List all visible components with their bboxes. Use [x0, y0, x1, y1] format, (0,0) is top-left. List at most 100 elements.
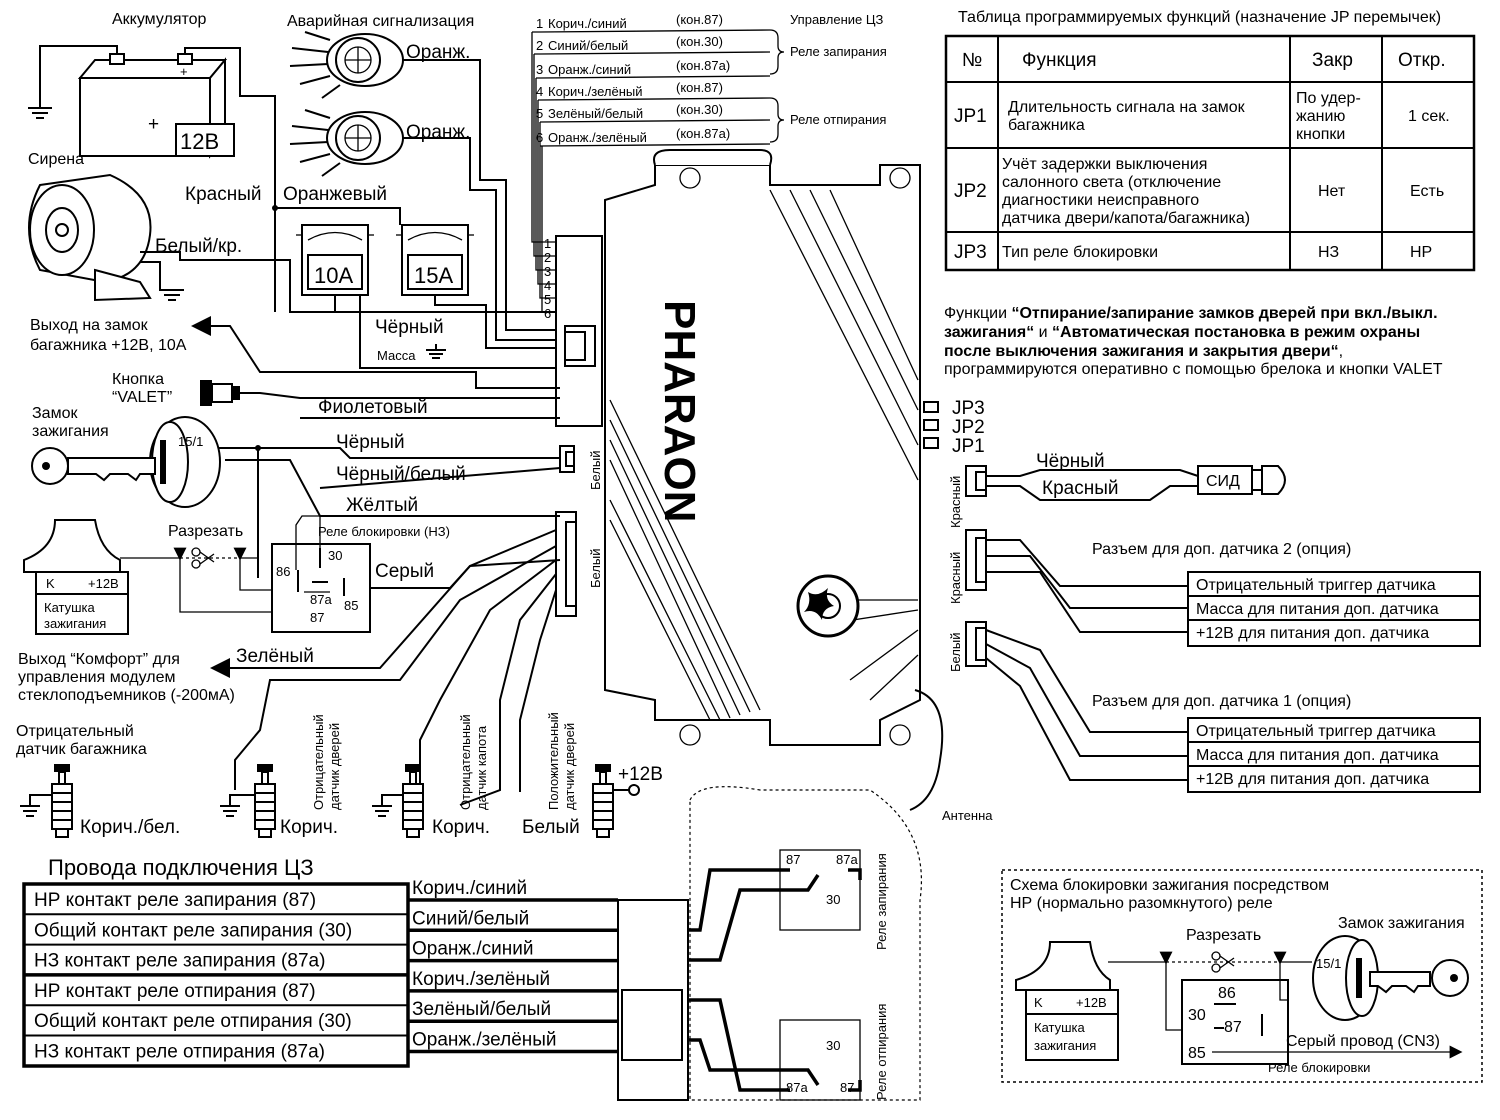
- ignition-lock: Замок зажигания 15/1: [31, 405, 560, 578]
- wire-green-label: Зелёный: [236, 646, 314, 667]
- jp-row-closed: кнопки: [1296, 126, 1345, 143]
- conn-red-label-1: Красный: [948, 476, 963, 528]
- cl-wire-color: Корич./синий: [548, 16, 627, 31]
- lock-relay-87a: 87a: [836, 852, 858, 867]
- coil-plus: +12В: [88, 576, 119, 591]
- led: Чёрный Красный СИД: [986, 451, 1286, 501]
- hazard-lights: Аварийная сигнализация Оранж. Оранж.: [287, 13, 560, 341]
- sensor-row: Отрицательный триггер датчика: [1196, 577, 1436, 594]
- unit-pin-number: 4: [544, 278, 551, 293]
- fuse-10a-rating: 10А: [314, 263, 353, 288]
- battery: Аккумулятор + + 12В: [28, 11, 276, 312]
- no-cut-label: Разрезать: [1186, 927, 1261, 944]
- cl-row-desc: НЗ контакт реле отпирания (87а): [34, 1042, 325, 1063]
- wire-grey-label: Серый: [375, 561, 434, 582]
- wire-orange-label: Оранжевый: [283, 184, 387, 205]
- jp-row-id: JP3: [954, 242, 987, 263]
- no-87: 87: [1224, 1019, 1242, 1036]
- cut-label: Разрезать: [168, 523, 243, 540]
- led-wire-red: Красный: [1042, 478, 1118, 499]
- cl-wire-num: 4: [536, 84, 543, 99]
- jp-table-header: Откр.: [1398, 50, 1446, 71]
- cl-wire-line: [536, 75, 771, 79]
- cl-wire-contact: (кон.87а): [676, 126, 730, 141]
- door-neg-1: Отрицательный: [311, 714, 326, 810]
- ground-label: Масса: [377, 348, 416, 363]
- sensor-wire-brown-white: Корич./бел.: [80, 817, 180, 838]
- cl-control-header: Управление ЦЗ Реле запирания Реле отпира…: [769, 12, 887, 143]
- cl-row-wire: Зелёный/белый: [412, 999, 551, 1020]
- conn-red-label-2: Красный: [948, 552, 963, 604]
- comfort-line3: стеклоподъемников (-200мА): [18, 687, 235, 704]
- lock-relay-label: Реле запирания: [874, 853, 889, 950]
- jp-table-header: Функция: [1022, 50, 1097, 71]
- jp3-label: JP3: [952, 398, 985, 419]
- jp-row-closed: Нет: [1318, 183, 1346, 200]
- no-coil-2: зажигания: [1034, 1038, 1096, 1053]
- jp-row-func: салонного света (отключение: [1002, 174, 1221, 191]
- cl-wire-color: Корич./зелёный: [548, 84, 643, 99]
- comfort-line1: Выход “Комфорт” для: [18, 651, 180, 668]
- cl-wire-drop: [531, 32, 556, 243]
- cl-control-title: Управление ЦЗ: [790, 12, 883, 27]
- jp-table-header: Закр: [1312, 50, 1353, 71]
- brand-name: PHARAON: [655, 300, 704, 522]
- door-switch-icon: [220, 764, 276, 838]
- note-l1b: “Отпирание/запирание замков дверей при в…: [1011, 305, 1437, 322]
- ground-icon: [426, 344, 446, 359]
- door-switch-icon: [592, 764, 630, 838]
- door-switch-icon: [372, 764, 424, 838]
- relay-nc-85: 85: [344, 598, 358, 613]
- cl-wire-num: 1: [536, 16, 543, 31]
- coil-k: K: [46, 576, 55, 591]
- trunk-out-line1: Выход на замок: [30, 317, 149, 334]
- conn-white-label-1: Белый: [588, 450, 603, 490]
- cl-unlock-group: Реле отпирания: [790, 112, 886, 127]
- no-86: 86: [1218, 985, 1236, 1002]
- hazard-wire-1: Оранж.: [406, 42, 470, 63]
- harness-lines: [609, 189, 919, 721]
- door-pos-2: датчик дверей: [562, 723, 577, 810]
- cl-wire-color: Синий/белый: [548, 38, 628, 53]
- cl-wire-color: Оранж./синий: [548, 62, 631, 77]
- ground-icon: [28, 107, 52, 119]
- conn-white-label-3: Белый: [948, 632, 963, 672]
- cl-wire-drop: [537, 100, 556, 285]
- relay-nc: Реле блокировки (НЗ) 30 86 87a 87 85: [271, 515, 561, 633]
- trunk-out-line2: багажника +12В, 10А: [30, 337, 187, 354]
- hazard-wire-2: Оранж.: [406, 122, 470, 143]
- cl-wires-title: Провода подключения ЦЗ: [48, 855, 314, 880]
- cl-relays: 87 87a 30 30 87a 87 Реле запирания Реле …: [617, 786, 922, 1101]
- no-coil-k: K: [1034, 995, 1043, 1010]
- cl-row-wire: Оранж./синий: [412, 939, 534, 960]
- sensor-wire-brown-2: Корич.: [432, 817, 490, 838]
- cl-wire-line: [539, 119, 771, 123]
- key-icon: [31, 447, 156, 485]
- led-wire-black: Чёрный: [1036, 451, 1105, 472]
- relay-nc-label: Реле блокировки (НЗ): [318, 524, 450, 539]
- unlock-relay-30: 30: [826, 1038, 840, 1053]
- jp-row-func: диагностики неисправного: [1002, 192, 1199, 209]
- note-l2c: “Автоматическая постановка в режим охран…: [1052, 324, 1420, 341]
- ign-lock-label-2: зажигания: [32, 423, 109, 440]
- jp-row-id: JP1: [954, 106, 987, 127]
- note-l1a: Функции: [944, 305, 1011, 322]
- antenna-label: Антенна: [942, 808, 993, 823]
- sensor-row: Отрицательный триггер датчика: [1196, 723, 1436, 740]
- cl-wire-num: 3: [536, 62, 543, 77]
- sensor2-title: Разъем для доп. датчика 2 (опция): [1092, 541, 1351, 558]
- no-coil-1: Катушка: [1034, 1020, 1086, 1035]
- battery-plus-terminal: +: [180, 64, 188, 79]
- cl-row-wire: Оранж./зелёный: [412, 1030, 557, 1051]
- battery-label: Аккумулятор: [112, 11, 207, 28]
- light-rays-icon: [289, 109, 341, 177]
- scissors-icon: [191, 547, 215, 569]
- jp-row-func: Учёт задержки выключения: [1002, 156, 1207, 173]
- ign-lock-label-1: Замок: [32, 405, 78, 422]
- jp-table-header: №: [962, 50, 982, 71]
- functions-note: Функции “Отпирание/запирание замков двер…: [944, 305, 1443, 378]
- led-label: СИД: [1206, 473, 1240, 490]
